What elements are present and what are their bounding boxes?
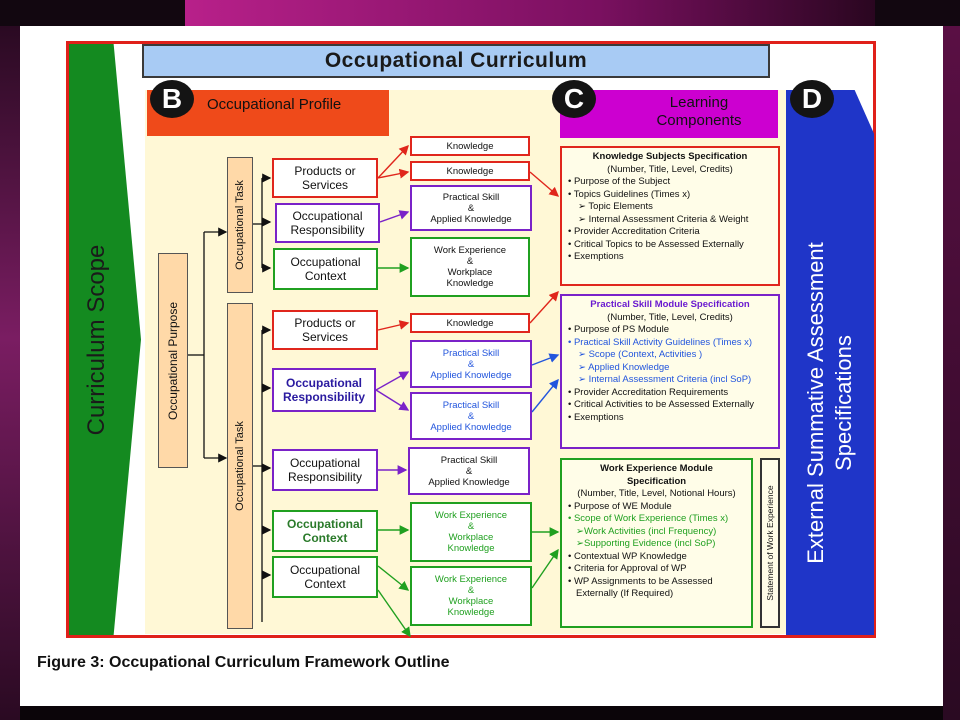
section-c-badge: C xyxy=(552,80,596,118)
section-d-badge: D xyxy=(790,80,834,118)
left-backdrop xyxy=(0,26,20,720)
section-b-badge: B xyxy=(150,80,194,118)
external-assessment-arrow: External Summative Assessment Specificat… xyxy=(786,90,874,635)
right-backdrop xyxy=(943,26,960,720)
practical-skill-box-1: Practical Skill&Applied Knowledge xyxy=(410,185,532,231)
knowledge-box-3: Knowledge xyxy=(410,313,530,333)
occupational-task-box-2: Occupational Task xyxy=(227,303,253,629)
figure-caption: Figure 3: Occupational Curriculum Framew… xyxy=(37,654,450,671)
knowledge-box-2: Knowledge xyxy=(410,161,530,181)
practical-skill-box-2: Practical Skill&Applied Knowledge xyxy=(410,340,532,388)
top-accent-bar xyxy=(185,0,875,26)
occupational-task-box-1: Occupational Task xyxy=(227,157,253,293)
occupational-purpose-box: Occupational Purpose xyxy=(158,253,188,468)
page-title: Occupational Curriculum xyxy=(142,44,770,78)
practical-skill-box-3: Practical Skill&Applied Knowledge xyxy=(410,392,532,440)
knowledge-subjects-spec: Knowledge Subjects Specification (Number… xyxy=(560,146,780,286)
work-experience-module-spec: Work Experience Module Specification (Nu… xyxy=(560,458,753,628)
practical-skill-module-spec: Practical Skill Module Specification (Nu… xyxy=(560,294,780,449)
practical-skill-box-4: Practical Skill&Applied Knowledge xyxy=(408,447,530,495)
knowledge-box-1: Knowledge xyxy=(410,136,530,156)
diagram-frame xyxy=(66,41,876,638)
statement-of-work-experience: Statement of Work Experience xyxy=(760,458,780,628)
